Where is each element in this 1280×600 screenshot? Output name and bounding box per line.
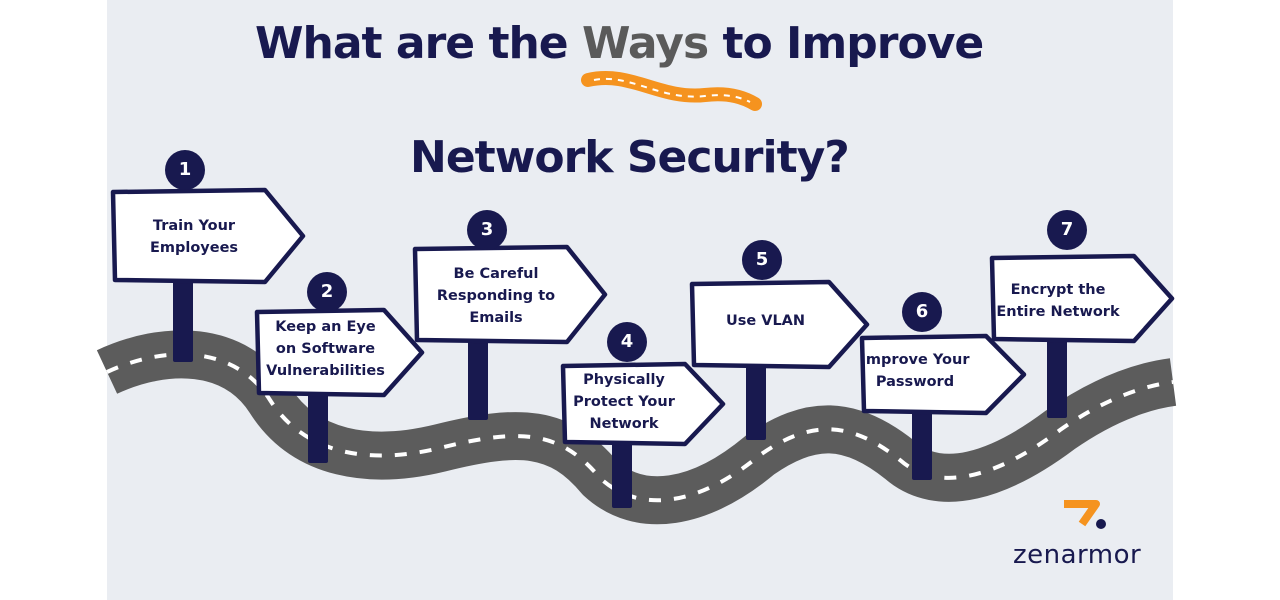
step-label-line: Vulnerabilities [266,363,385,379]
step-label-line: Entire Network [996,304,1120,320]
sign-board-4 [560,361,726,447]
brand-name: zenarmor [1013,540,1142,570]
step-badge-4 [607,322,647,362]
sign-board-5 [689,279,870,370]
title-text-start: What are the [255,18,582,69]
step-number-7: 7 [1060,219,1074,240]
sign-pole-7 [1047,337,1067,418]
title-line-1: What are the Ways to Improve [255,18,984,69]
step-badge-3 [467,210,507,250]
step-label-line: Network [589,416,659,432]
step-badge-6 [902,292,942,332]
sign-board-2 [254,307,425,398]
step-label-line: Responding to [436,288,556,304]
sign-pole-1 [173,278,193,362]
step-label-5: Use VLAN [692,310,839,332]
step-label-line: Keep an Eye [275,319,376,335]
step-label-line: Protect Your [573,394,675,410]
title-text-end: to Improve [708,18,984,69]
step-label-line: Train Your [152,218,236,234]
sign-pole-5 [746,363,766,440]
step-label-line: on Software [275,341,376,357]
step-number-3: 3 [480,219,494,240]
step-badge-5 [742,240,782,280]
step-number-2: 2 [320,281,334,302]
step-label-line: Employees [149,240,239,256]
step-number-5: 5 [755,249,769,270]
step-label-line: Improve Your [860,352,970,368]
step-number-1: 1 [178,159,192,180]
step-badge-2 [307,272,347,312]
step-number-4: 4 [620,331,634,352]
step-label-line: Use VLAN [725,313,806,329]
sign-board-1 [110,187,306,285]
sign-pole-3 [468,338,488,420]
step-label-line: Password [875,374,955,390]
step-label-line: Encrypt the [1010,282,1106,298]
sign-pole-4 [612,440,632,508]
sign-board-7 [989,253,1175,344]
step-label-line: Emails [469,310,523,326]
step-label-line: Physically [583,372,665,388]
sign-board-3 [412,244,608,345]
road-surface [96,330,1177,525]
title-line-2: Network Security? [410,132,850,183]
step-badge-1 [165,150,205,190]
step-badge-7 [1047,210,1087,250]
step-label-line: Be Careful [453,266,539,282]
step-number-6: 6 [915,301,929,322]
sign-pole-2 [308,391,328,463]
title-highlight-word: Ways [581,18,709,69]
sign-pole-6 [912,409,932,480]
sign-board-6 [859,333,1027,416]
zenarmor-logo-mark-icon [1064,500,1106,529]
